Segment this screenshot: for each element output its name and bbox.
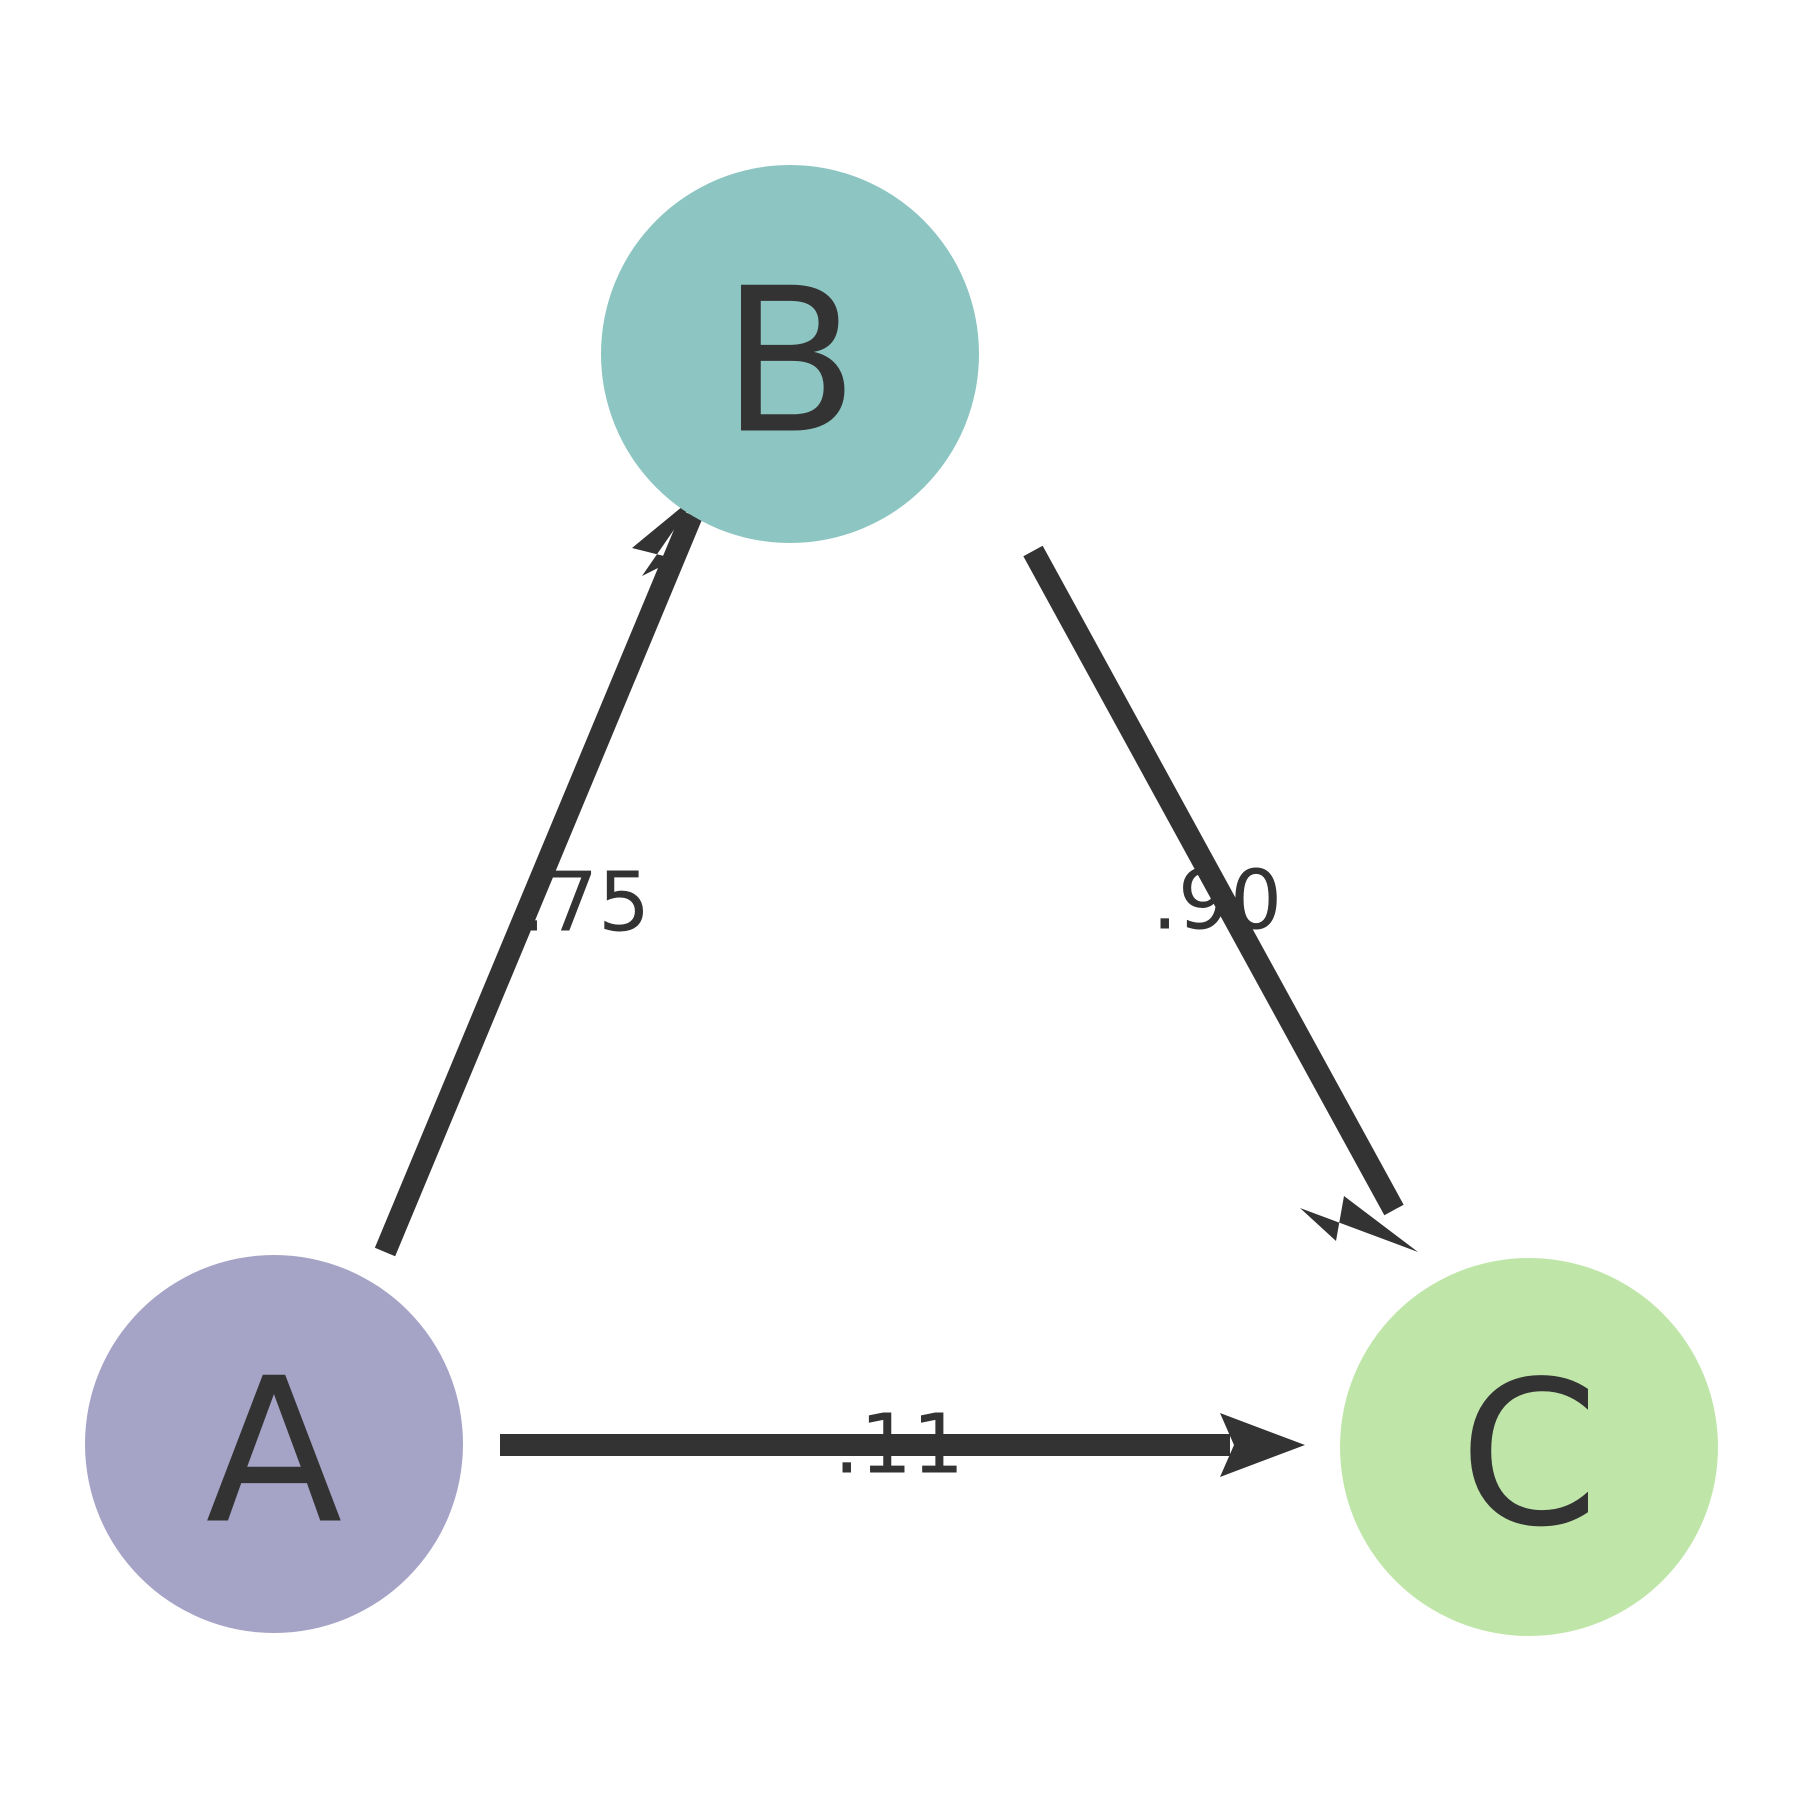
edge-a-to-b-line: [374, 510, 703, 1257]
node-c-label: C: [1459, 1339, 1599, 1572]
node-b-circle: [601, 165, 979, 543]
node-a-circle: [85, 1255, 463, 1633]
edge-layer: [374, 492, 1418, 1477]
edge-a-to-c-arrowhead: [1220, 1413, 1305, 1477]
edge-label-a-to-c: .11: [834, 1398, 964, 1493]
edge-b-to-c[interactable]: [1023, 545, 1418, 1252]
edge-a-to-b-arrowhead: [632, 492, 700, 576]
edge-b-to-c-line: [1023, 545, 1404, 1216]
node-a-label: A: [206, 1336, 343, 1569]
node-c-circle: [1340, 1258, 1718, 1636]
node-b-label: B: [721, 246, 858, 479]
node-c[interactable]: C: [1340, 1258, 1718, 1636]
edge-label-a-to-b: .75: [520, 856, 650, 951]
edge-a-to-c[interactable]: [500, 1413, 1305, 1477]
edge-b-to-c-arrowhead: [1300, 1196, 1418, 1252]
edge-label-b-to-c: .90: [1152, 854, 1282, 949]
edge-a-to-b[interactable]: [374, 492, 703, 1257]
node-b[interactable]: B: [601, 165, 979, 543]
edge-label-layer: .75 .90 .11: [520, 854, 1282, 1493]
node-a[interactable]: A: [85, 1255, 463, 1633]
